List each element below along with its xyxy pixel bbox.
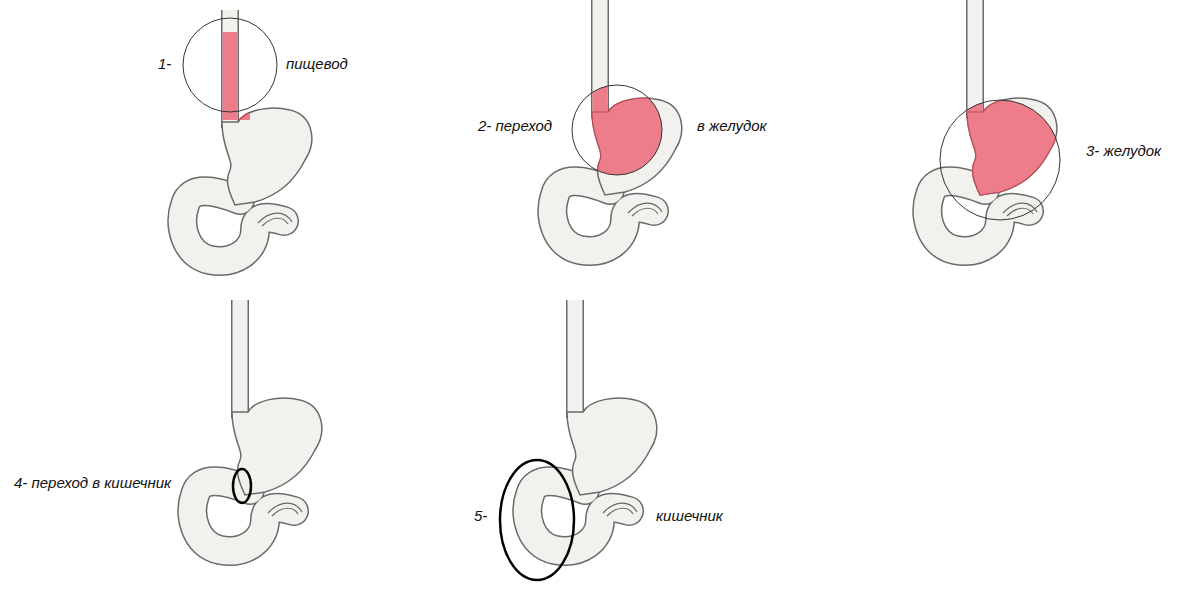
panel-junction xyxy=(552,0,681,251)
highlight xyxy=(967,0,1057,195)
callout-number: 1- xyxy=(158,55,171,73)
part-name: 3- желудок xyxy=(1086,142,1161,160)
focus-ellipse xyxy=(500,460,574,580)
part-name: пищевод xyxy=(286,55,348,73)
organ-drawing xyxy=(192,300,321,551)
panel-intestine xyxy=(500,300,657,580)
part-name: кишечник xyxy=(656,507,723,525)
organ-drawing xyxy=(182,10,311,261)
panel-esophagus xyxy=(182,10,311,261)
focus-circle xyxy=(183,18,277,112)
part-name: в желудок xyxy=(697,117,767,135)
part-name: 2- переход xyxy=(478,117,552,135)
panel-pylorus xyxy=(192,300,321,551)
organ-drawing xyxy=(527,300,656,551)
focus-circle xyxy=(940,100,1060,220)
part-name: 4- переход в кишечник xyxy=(14,474,171,492)
focus-circle xyxy=(572,85,662,175)
panel-stomach xyxy=(927,0,1060,251)
callout-number: 5- xyxy=(474,507,487,525)
highlight xyxy=(592,0,682,195)
organ-drawing xyxy=(927,0,1056,251)
highlight xyxy=(222,32,250,120)
organ-drawing xyxy=(552,0,681,251)
focus-ellipse xyxy=(233,469,251,503)
